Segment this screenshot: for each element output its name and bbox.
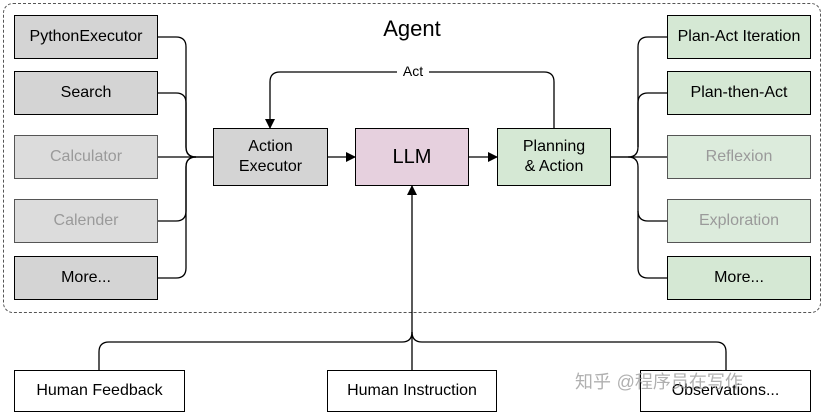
strategy-plan-act-iteration: Plan-Act Iteration	[667, 15, 811, 59]
tool-calculator: Calculator	[14, 135, 158, 179]
connector-human-feedback	[98, 331, 413, 370]
connector-plan-then-act	[637, 92, 667, 147]
input-human-feedback: Human Feedback	[14, 370, 185, 412]
tool-calender: Calender	[14, 199, 158, 243]
tool-search: Search	[14, 71, 158, 115]
strategy-reflexion: Reflexion	[667, 135, 811, 179]
action-executor-node: Action Executor	[213, 128, 328, 186]
watermark: 知乎 @程序员在写作	[575, 368, 815, 396]
llm-node: LLM	[355, 128, 469, 186]
strategy-exploration: Exploration	[667, 199, 811, 243]
strategy-more: More...	[667, 256, 811, 300]
watermark-prefix: 知乎	[575, 372, 611, 392]
input-observations: Observations...	[640, 370, 811, 412]
act-loop-arrow	[265, 71, 555, 129]
connector-exploration	[627, 156, 667, 222]
connector-more-tools	[158, 156, 197, 279]
tool-pythonexecutor: PythonExecutor	[14, 15, 158, 59]
connector-calender	[158, 156, 197, 222]
action-executor-line1: Action	[248, 138, 293, 155]
input-human-instruction: Human Instruction	[327, 370, 497, 412]
connector-more-strategies	[637, 211, 667, 279]
action-executor-line2: Executor	[238, 158, 303, 175]
watermark-handle: @程序员在写作	[616, 372, 743, 392]
agent-title: Agent	[383, 16, 441, 41]
strategy-plan-then-act: Plan-then-Act	[667, 71, 811, 115]
planning-line1: Planning	[522, 138, 586, 155]
connector-observations	[411, 331, 727, 370]
planning-action-node: Planning & Action	[497, 128, 611, 186]
tool-more: More...	[14, 256, 158, 300]
connector-search	[158, 92, 197, 158]
act-loop-label: Act	[397, 63, 429, 79]
planning-line2: & Action	[524, 158, 584, 175]
